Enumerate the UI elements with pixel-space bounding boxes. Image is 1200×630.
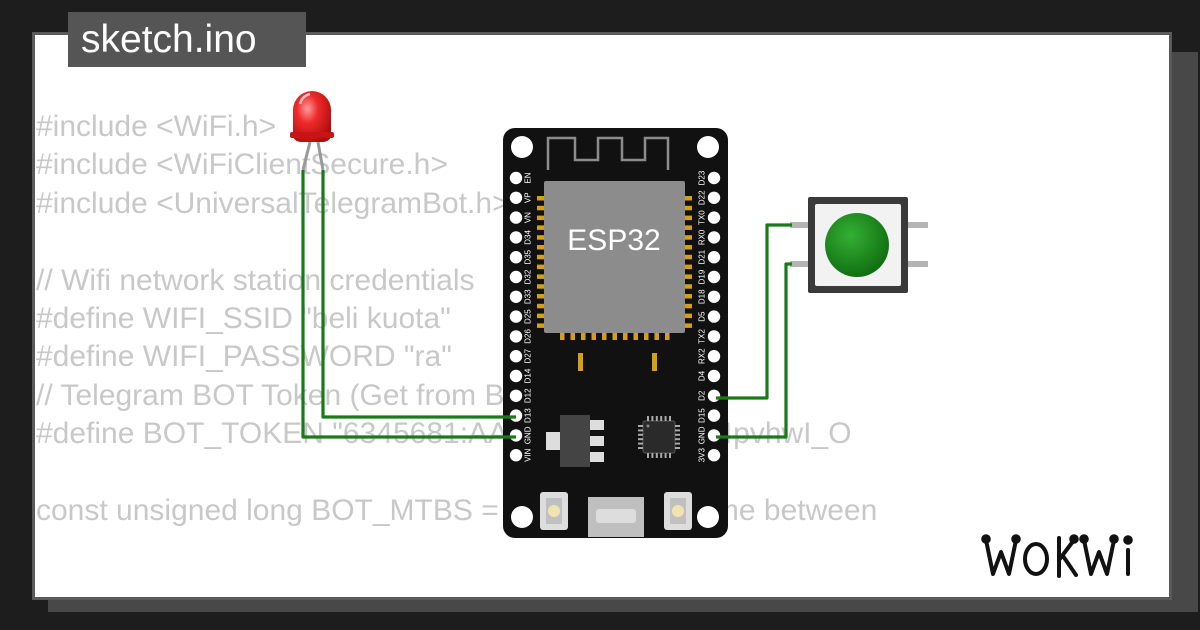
pin-d23-right[interactable] [707,171,721,185]
pin-label: GND [698,426,707,444]
pin-d12-left[interactable] [509,389,523,402]
pin-en-left[interactable] [509,171,523,185]
pin-d21-right[interactable] [707,251,721,264]
pin-vin-left[interactable] [509,449,523,462]
pin-label: RX0 [698,229,707,245]
pin-label: D2 [698,390,707,401]
pin-label: D32 [524,269,533,284]
pin-d14-left[interactable] [509,369,523,383]
pin-rx2-right[interactable] [707,350,721,363]
pin-label: TX0 [698,210,707,225]
pin-label: D4 [698,370,707,381]
pin-label: D23 [698,170,707,185]
wire-led-d13 [321,170,516,419]
wokwi-logo-icon [978,528,1158,588]
pin-3v3-right[interactable] [707,449,721,462]
pin-label: VIN [524,448,533,462]
wire-led-gnd [301,170,516,439]
pin-label: VP [524,192,533,203]
esp32-chip [544,181,685,333]
usb-uart-chip [638,416,680,458]
pin-d35-left[interactable] [509,251,523,264]
pin-label: D13 [524,408,533,423]
sketch-tab-label: sketch.ino [81,18,257,61]
pin-d25-left[interactable] [509,310,523,323]
pin-vn-left[interactable] [509,211,523,224]
pin-label: 3V3 [698,448,707,463]
pin-label: GND [524,426,533,444]
pin-d34-left[interactable] [509,231,523,244]
code-line: // Wifi network station credentials [36,263,475,297]
pin-d22-right[interactable] [707,191,721,204]
sketch-tab[interactable]: sketch.ino [68,12,306,67]
pin-d27-left[interactable] [509,350,523,363]
pin-label: D12 [524,388,533,403]
pin-tx2-right[interactable] [707,330,721,343]
pin-label: D26 [524,329,533,344]
pin-label: D5 [698,311,707,322]
pin-label: D18 [698,289,707,304]
pin-label: D35 [524,249,533,264]
pin-d4-right[interactable] [707,369,721,383]
pin-d26-left[interactable] [509,330,523,343]
pin-gnd-right[interactable] [707,429,721,442]
pin-d5-right[interactable] [707,310,721,323]
push-button[interactable] [790,197,928,293]
pin-label: D27 [524,348,533,363]
pin-label: RX2 [698,348,707,364]
pin-gnd-left[interactable] [509,429,523,442]
voltage-regulator [546,415,604,467]
wire-button-d2 [716,223,792,400]
pin-label: EN [524,172,533,183]
code-line: #define WIFI_SSID "beli kuota" [36,301,451,335]
wire-button-gnd [716,262,792,439]
chip-label: ESP32 [567,224,660,257]
code-line: #include <WiFi.h> [36,110,277,143]
wires [301,170,792,439]
pin-label: D34 [524,230,533,245]
pin-tx0-right[interactable] [707,211,721,224]
boot-button[interactable] [540,492,568,530]
pin-vp-left[interactable] [509,191,523,204]
pin-label: VN [524,212,533,223]
code-line: #include <UniversalTelegramBot.h> [36,186,510,220]
pin-d15-right[interactable] [707,409,721,422]
usb-port [588,497,644,537]
pin-label: D21 [698,249,707,264]
pin-label: TX2 [698,329,707,344]
pin-d19-right[interactable] [707,270,721,284]
pin-label: D15 [698,408,707,423]
pin-d2-right[interactable] [707,389,721,402]
pin-d33-left[interactable] [509,290,523,303]
pin-rx0-right[interactable] [707,231,721,244]
code-line: #define WIFI_PASSWORD "ra" [36,340,452,374]
red-led[interactable] [290,91,334,171]
reset-button[interactable] [664,492,692,530]
pin-label: D25 [524,309,533,324]
esp32-board[interactable]: ESP32 [503,128,728,538]
pin-d18-right[interactable] [707,290,721,303]
button-cap[interactable] [825,213,889,277]
pin-label: D33 [524,289,533,304]
pin-label: D19 [698,269,707,284]
pin-d32-left[interactable] [509,270,523,284]
pin-label: D14 [524,368,533,383]
pin-label: D22 [698,190,707,205]
